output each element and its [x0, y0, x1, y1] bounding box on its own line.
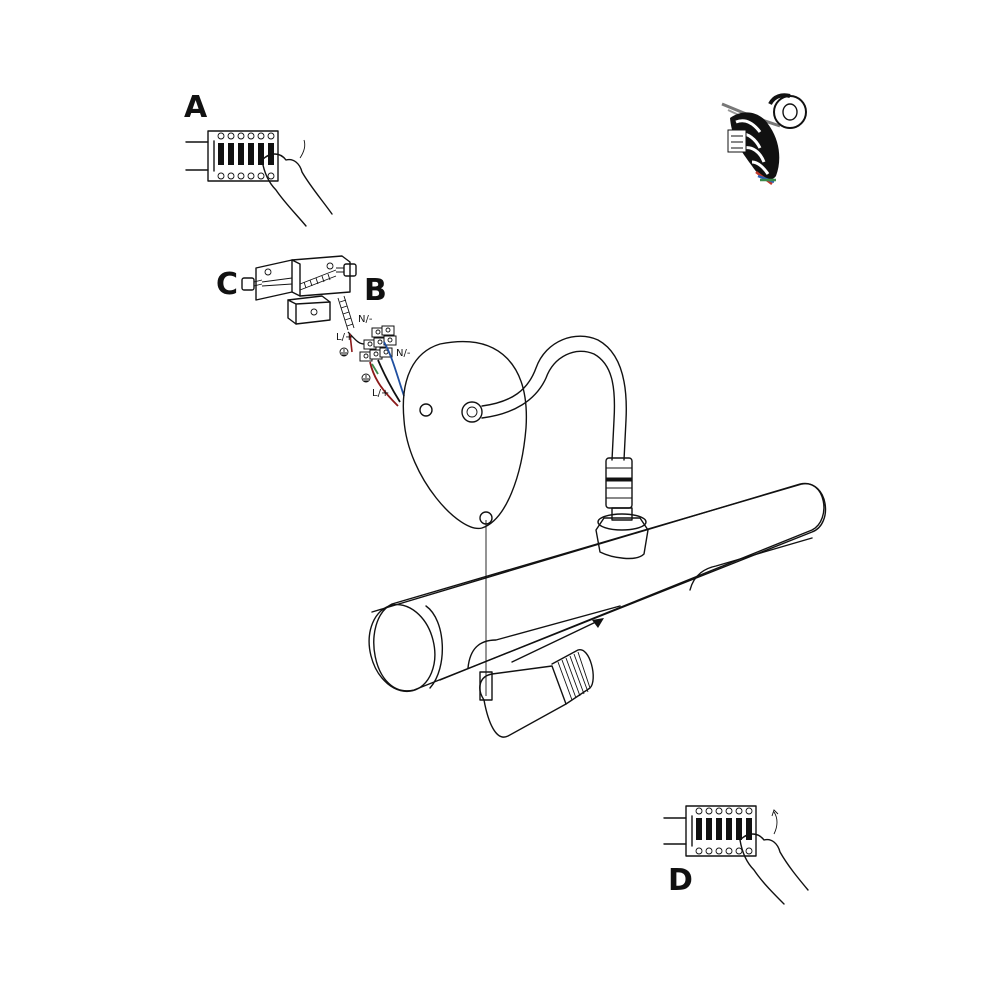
breaker-on-hand-icon [663, 805, 809, 905]
earth-symbol-icon [339, 347, 371, 383]
step-b-label: B [364, 273, 387, 308]
step-d-group: D [663, 805, 809, 905]
step-d-label: D [668, 863, 693, 898]
wire-label-live-bottom: L/+ [372, 388, 389, 399]
lamp-icon [368, 335, 827, 738]
step-a-group: A [184, 90, 333, 227]
terminal-block-icon: B N/- N/- L/+ L/+ [336, 273, 411, 407]
screw-right-icon [336, 263, 357, 277]
step-c-label: C [216, 267, 238, 302]
screw-left-icon [241, 277, 263, 291]
wire-label-neutral-top: N/- [358, 314, 373, 325]
wire-label-neutral-mid: N/- [396, 348, 411, 359]
mounting-bracket-icon: C [216, 255, 357, 325]
bulb-icon [479, 649, 594, 738]
wire-label-live-top: L/+ [336, 332, 353, 343]
insulation-sleeve-icon [721, 93, 807, 185]
step-a-label: A [184, 90, 208, 125]
breaker-off-hand-icon [185, 130, 333, 227]
